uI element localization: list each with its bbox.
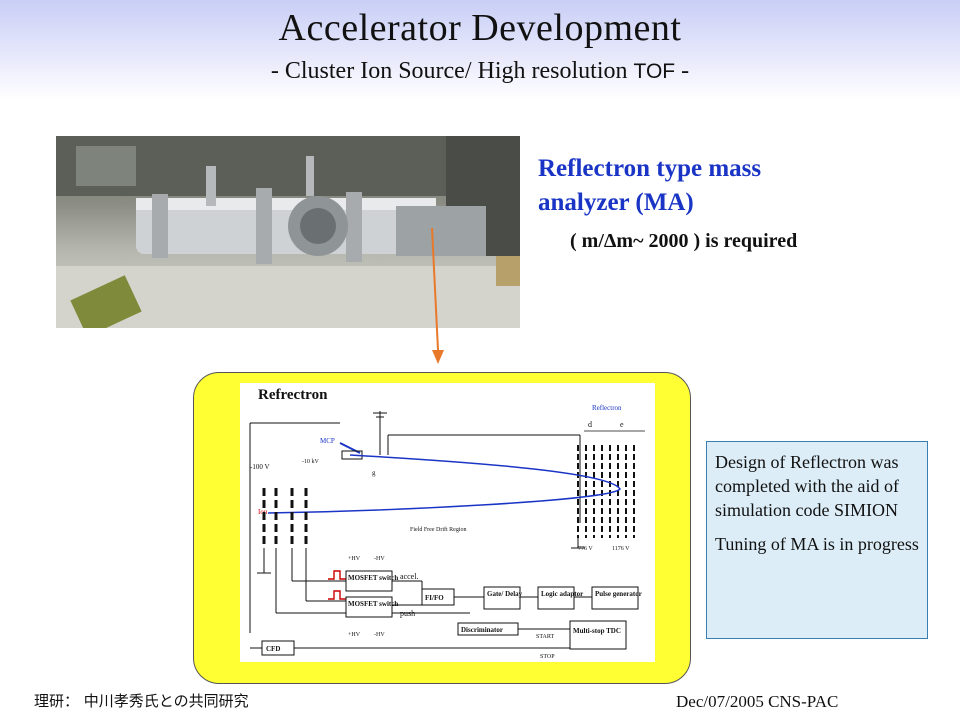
notes-box: Design of Reflectron was completed with …	[706, 441, 928, 639]
start-label: START	[536, 634, 554, 640]
v776-label: 776 V	[578, 546, 593, 552]
cfd-label: CFD	[266, 645, 280, 653]
v1176-label: 1176 V	[612, 546, 630, 552]
discriminator-label: Discriminator	[461, 626, 503, 634]
note-design: Design of Reflectron was completed with …	[715, 450, 921, 522]
mosfet2-label: MOSFET switch	[348, 600, 398, 608]
mcp-label: MCP	[320, 437, 335, 445]
accel-label: accel.	[400, 572, 418, 581]
mosfet1-label: MOSFET switch	[348, 574, 398, 582]
footer-date: Dec/07/2005 CNS-PAC	[676, 692, 838, 712]
pulse-label: Pulse generator	[595, 590, 642, 598]
label-e: e	[620, 420, 624, 429]
gate-label: Gate/ Delay	[487, 590, 523, 598]
footer-collaboration: 理研： 中川孝秀氏との共同研究	[34, 690, 249, 711]
reflectron-diagram: Refrectron Reflectron d e MCP -10 kV -10…	[240, 383, 655, 662]
tdc-label: Multi-stop TDC	[573, 627, 621, 635]
label-g: g	[372, 469, 376, 477]
note-tuning: Tuning of MA is in progress	[715, 532, 921, 556]
push-label: push	[400, 609, 415, 618]
reflectron-label: Reflectron	[592, 404, 622, 412]
hv-plus-bot: +HV	[348, 632, 361, 638]
minus100v-label: -100 V	[250, 463, 270, 471]
diagram-title: Refrectron	[258, 387, 328, 403]
minus10kv-label: -10 kV	[302, 459, 319, 465]
hv-minus-top: -HV	[374, 556, 385, 562]
stop-label: STOP	[540, 654, 555, 660]
hv-plus-top: +HV	[348, 556, 361, 562]
hv-minus-bot: -HV	[374, 632, 385, 638]
field-free-label: Field Free Drift Region	[410, 526, 467, 533]
fifo-label: FI/FO	[425, 594, 444, 602]
label-d: d	[588, 420, 592, 429]
